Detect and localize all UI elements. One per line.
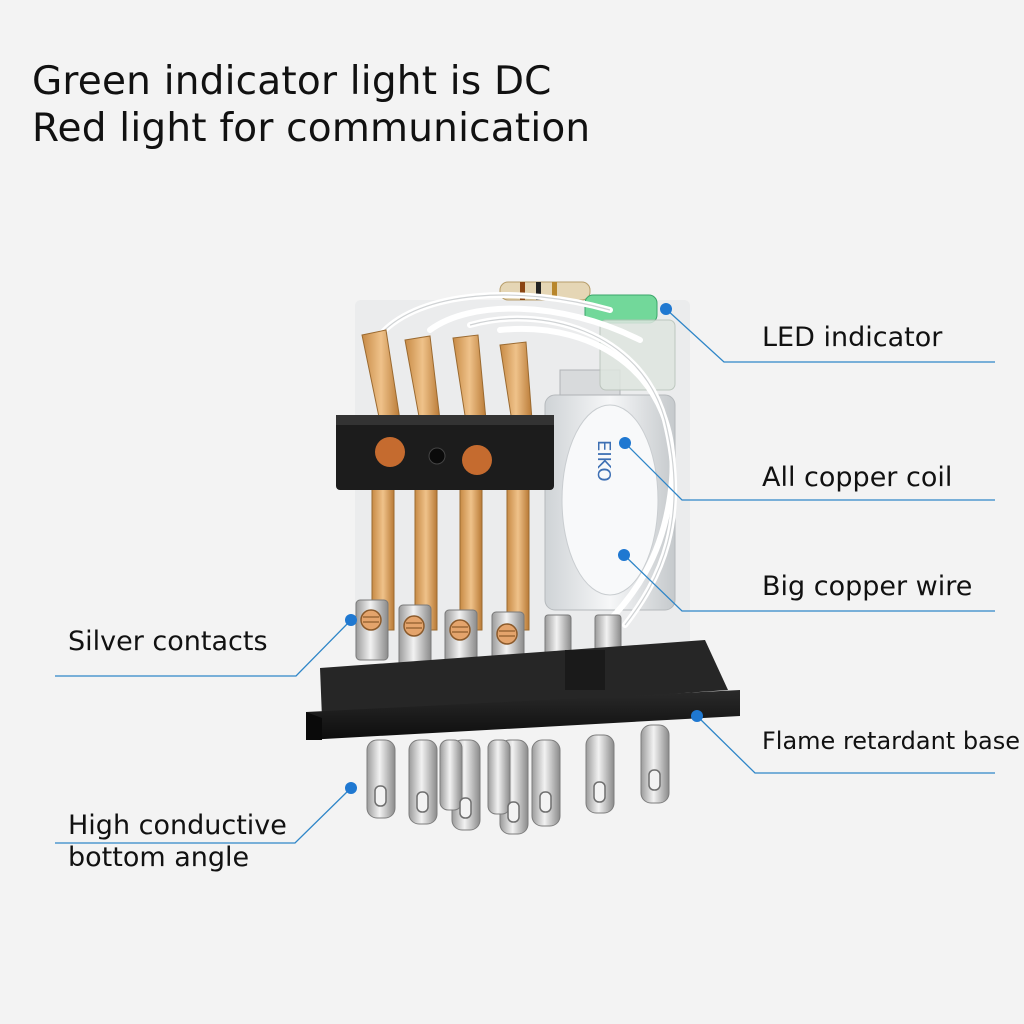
svg-text:EIKO: EIKO <box>593 440 614 482</box>
bottom-angle-label-line-1: High conductive <box>68 810 287 841</box>
copper-coil-label: All copper coil <box>762 462 953 493</box>
wire-outlines <box>379 294 675 626</box>
flame-retardant-base <box>306 640 740 740</box>
callout-dots <box>345 303 703 794</box>
bottom-angle-label-line-2: bottom angle <box>68 842 250 873</box>
bottom-angle-label: High conductive bottom angle <box>68 810 287 874</box>
headline-line-2: Red light for communication <box>32 106 591 151</box>
silver-contacts-label: Silver contacts <box>68 626 268 657</box>
copper-blades <box>361 329 533 631</box>
led-indicator <box>584 294 676 391</box>
headline-line-1: Green indicator light is DC <box>32 59 552 104</box>
headline: Green indicator light is DC Red light fo… <box>32 58 590 152</box>
bottom-pins <box>366 724 670 835</box>
led-indicator-label: LED indicator <box>762 322 943 353</box>
callout-lines <box>55 308 995 844</box>
flame-base-label: Flame retardant base <box>762 727 1021 755</box>
copper-wire-label: Big copper wire <box>762 571 973 602</box>
clamp-bar <box>336 415 554 490</box>
